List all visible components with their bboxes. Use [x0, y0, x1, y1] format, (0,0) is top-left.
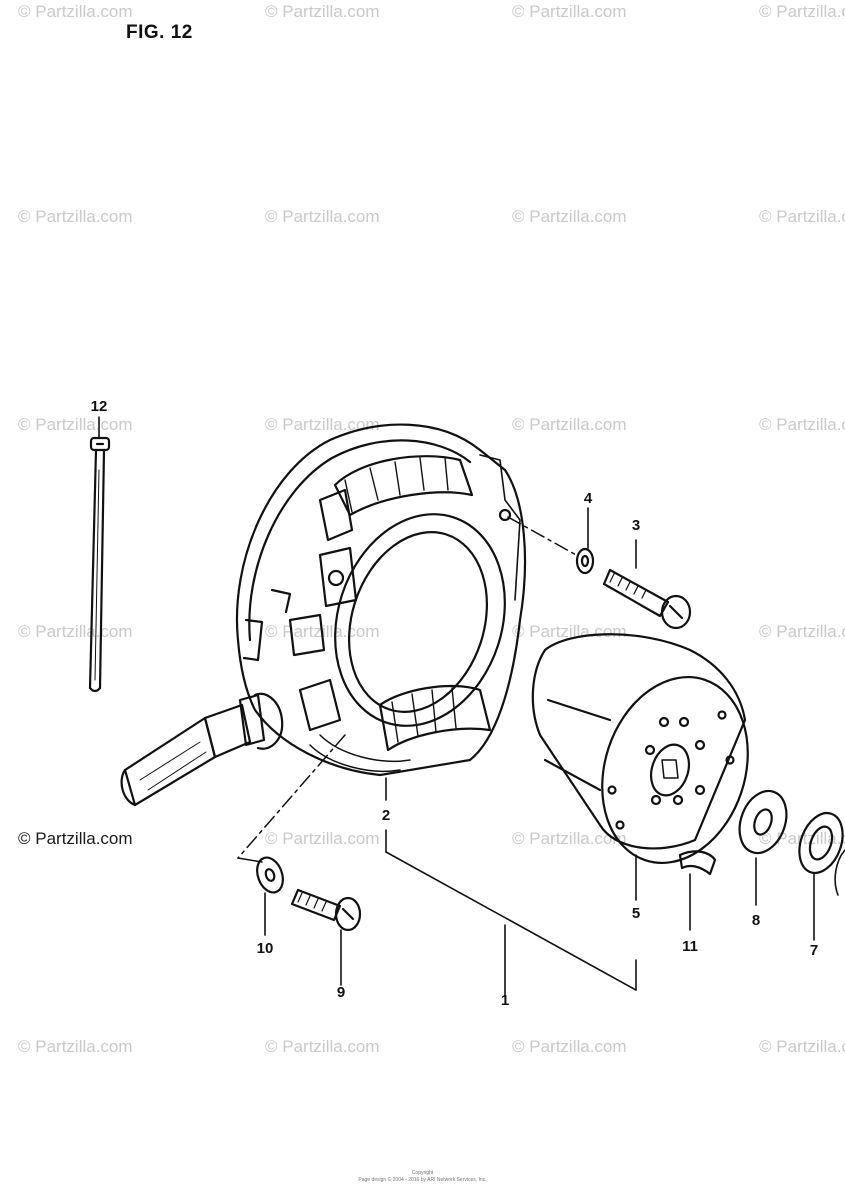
figure-title: FIG. 12 — [126, 22, 193, 43]
callout-8: 8 — [751, 912, 761, 929]
part-5-rotor[interactable] — [531, 633, 771, 882]
callout-11: 11 — [682, 938, 698, 955]
callout-3: 3 — [631, 517, 641, 534]
callout-4: 4 — [583, 490, 593, 507]
callout-1: 1 — [500, 992, 510, 1009]
part-3-screw[interactable] — [602, 568, 692, 630]
callout-12: 12 — [90, 398, 108, 415]
part-7-nut[interactable] — [792, 807, 845, 896]
watermark: © Partzilla.com — [18, 2, 133, 21]
footer-credit: Page design © 2004 - 2016 by ARI Network… — [358, 1177, 487, 1183]
watermark: © Partzilla.com — [512, 415, 627, 434]
watermark: © Partzilla.com — [512, 207, 627, 226]
watermark: © Partzilla.com — [265, 415, 380, 434]
watermark: © Partzilla.com — [512, 622, 627, 641]
part-10-washer[interactable] — [253, 854, 288, 896]
watermark: © Partzilla.com — [512, 2, 627, 21]
callout-9: 9 — [336, 984, 346, 1001]
watermark: © Partzilla.com — [759, 207, 845, 226]
leader-lines — [98, 416, 815, 996]
watermark: © Partzilla.com — [18, 207, 133, 226]
footer-copyright: Copyright — [411, 1170, 434, 1176]
watermark: © Partzilla.com — [18, 1037, 133, 1056]
watermark: © Partzilla.com — [512, 1037, 627, 1056]
part-12-lead-strap[interactable] — [88, 436, 111, 693]
callout-2: 2 — [381, 807, 391, 824]
callout-5: 5 — [631, 905, 641, 922]
part-4-washer[interactable] — [575, 547, 595, 575]
watermark: © Partzilla.com — [265, 2, 380, 21]
watermark: © Partzilla.com — [759, 2, 845, 21]
part-11-key[interactable] — [678, 850, 717, 876]
part-8-washer[interactable] — [731, 784, 794, 859]
watermark: © Partzilla.com — [265, 207, 380, 226]
watermark: © Partzilla.com — [265, 1037, 380, 1056]
callout-7: 7 — [809, 942, 819, 959]
watermark: © Partzilla.com — [18, 415, 133, 434]
watermark-dark: © Partzilla.com — [18, 829, 133, 848]
watermark: © Partzilla.com — [759, 1037, 845, 1056]
watermark: © Partzilla.com — [265, 829, 380, 848]
watermark: © Partzilla.com — [759, 415, 845, 434]
watermark: © Partzilla.com — [759, 622, 845, 641]
watermark: © Partzilla.com — [512, 829, 627, 848]
part-2-stator-plate[interactable] — [120, 423, 532, 807]
watermark: © Partzilla.com — [18, 622, 133, 641]
part-9-screw[interactable] — [290, 888, 362, 932]
callout-10: 10 — [256, 940, 274, 957]
